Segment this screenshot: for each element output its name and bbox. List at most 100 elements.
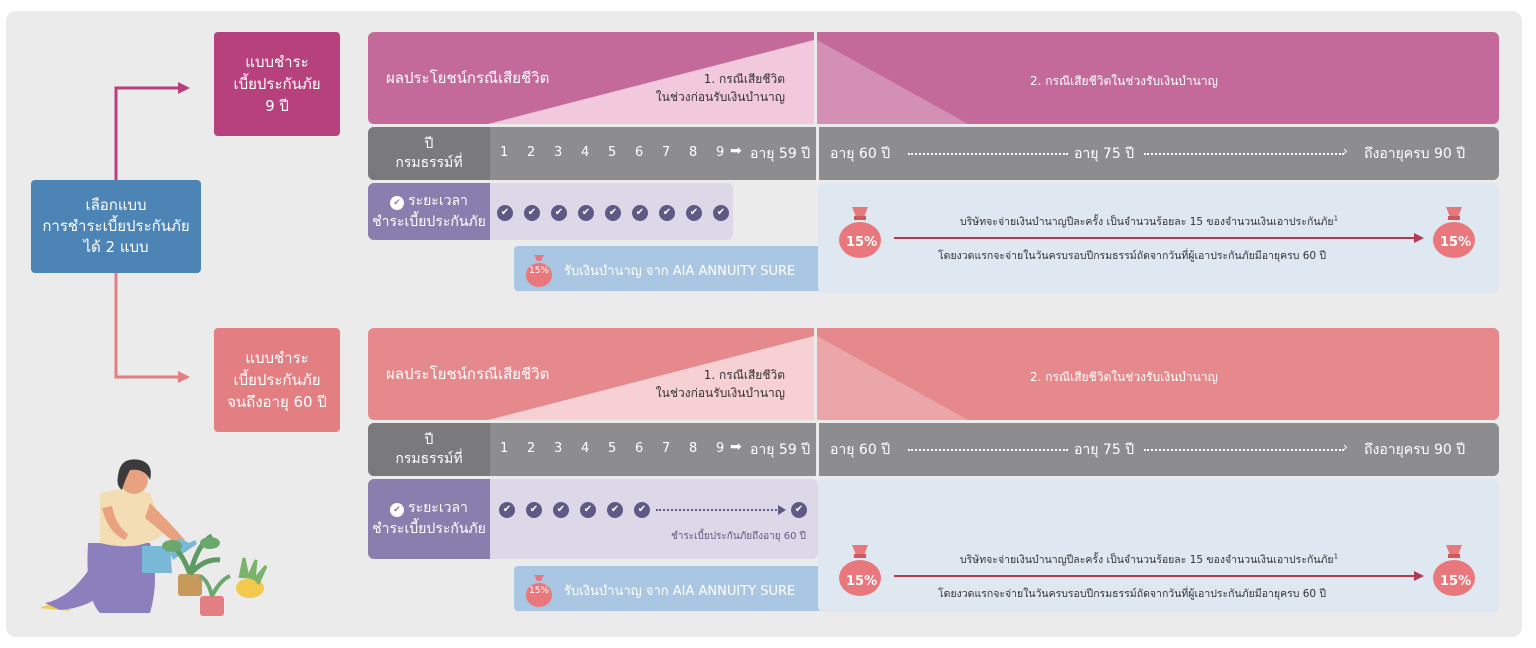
- premium-label-line-2: ชำระเบี้ยประกันภัย: [372, 213, 486, 230]
- annuity-payout-panel: 15% 15% บริษัทจะจ่ายเงินบำนาญปีละครั้ง เ…: [818, 183, 1499, 293]
- age-60-label: อายุ 60 ปี: [830, 442, 891, 458]
- payment-option-chooser: เลือกแบบ การชำระเบี้ยประกันภัย ได้ 2 แบบ: [31, 180, 201, 273]
- case-2-label: 2. กรณีเสียชีวิตในช่วงรับเงินบำนาญ: [1030, 370, 1218, 384]
- case-1-label: 1. กรณีเสียชีวิต ในช่วงก่อนรับเงินบำนาญ: [656, 70, 785, 106]
- year-number: 9: [716, 441, 725, 456]
- year-number: 6: [635, 145, 644, 160]
- case-1-label: 1. กรณีเสียชีวิต ในช่วงก่อนรับเงินบำนาญ: [656, 366, 785, 402]
- plan-name-line-2: เบี้ยประกันภัย: [233, 371, 321, 389]
- case-2-label: 2. กรณีเสียชีวิตในช่วงรับเงินบำนาญ: [1030, 74, 1218, 88]
- arrow-right-icon: ›: [1343, 440, 1348, 454]
- plan-name-line-2: เบี้ยประกันภัย: [233, 75, 321, 93]
- arrow-right-icon: ›: [1343, 144, 1348, 158]
- policy-year-label: ปี กรมธรรม์ที่: [368, 423, 490, 476]
- plan-name-line-1: แบบชำระ: [245, 349, 309, 367]
- check-circle-icon: ✔: [634, 502, 650, 518]
- year-label-line-2: กรมธรรม์ที่: [395, 450, 463, 467]
- plan-9-years-box: แบบชำระ เบี้ยประกันภัย 9 ปี: [214, 32, 340, 136]
- year-label-line-1: ปี: [424, 431, 434, 448]
- check-circle-icon: ✔: [551, 205, 567, 221]
- bag-left-percent: 15%: [846, 235, 878, 250]
- money-bag-icon: [526, 255, 552, 287]
- age-59-label: อายุ 59 ปี: [750, 442, 811, 458]
- payout-line-1: บริษัทจะจ่ายเงินบำนาญปีละครั้ง เป็นจำนวน…: [960, 214, 1339, 229]
- chooser-line-1: เลือกแบบ: [85, 196, 147, 214]
- premium-years-checks: ✔ ✔ ✔ ✔ ✔ ✔ ✔ ชำระเบี้ยประกันภัยถึงอายุ …: [490, 479, 818, 559]
- premium-label-line-2: ชำระเบี้ยประกันภัย: [372, 521, 486, 537]
- chooser-line-2: การชำระเบี้ยประกันภัย: [42, 217, 190, 235]
- banner-background: [368, 32, 1499, 124]
- annuity-strip: 15% รับเงินบำนาญ จาก AIA ANNUITY SURE: [514, 566, 824, 611]
- age-75-label: อายุ 75 ปี: [1074, 146, 1135, 162]
- year-number: 2: [527, 145, 536, 160]
- plan-name-line-3: 9 ปี: [265, 97, 289, 115]
- year-number: 8: [689, 441, 698, 456]
- money-bag-icon: [526, 575, 552, 607]
- year-number: 5: [608, 441, 617, 456]
- case-1-line-2: ในช่วงก่อนรับเงินบำนาญ: [655, 90, 785, 104]
- check-circle-icon: ✔: [390, 195, 405, 210]
- dotted-line: [656, 509, 780, 511]
- year-number: 7: [662, 145, 671, 160]
- payout-line-2: โดยงวดแรกจะจ่ายในวันครบรอบปีกรมธรรม์ถัดจ…: [938, 588, 1327, 600]
- year-number: 9: [716, 145, 725, 160]
- payout-line-1: บริษัทจะจ่ายเงินบำนาญปีละครั้ง เป็นจำนวน…: [960, 552, 1339, 567]
- divider: [816, 127, 819, 180]
- year-number: 4: [581, 441, 590, 456]
- dotted-line: [1144, 449, 1344, 451]
- dotted-line: [908, 153, 1068, 155]
- banner-background: [368, 328, 1499, 420]
- bag-right-percent: 15%: [1440, 574, 1472, 589]
- money-bag-icon: [839, 545, 881, 596]
- year-number: 1: [500, 145, 509, 160]
- payout-line-2: โดยงวดแรกจะจ่ายในวันครบรอบปีกรมธรรม์ถัดจ…: [938, 250, 1327, 262]
- premium-label-line-1: ✔ระยะเวลา: [390, 498, 468, 519]
- arrow-right-icon: ➡: [730, 143, 742, 159]
- dotted-line: [908, 449, 1068, 451]
- check-circle-icon: ✔: [499, 502, 515, 518]
- small-bag-percent: 15%: [529, 266, 550, 276]
- check-circle-icon: ✔: [497, 205, 513, 221]
- year-number: 7: [662, 441, 671, 456]
- dotted-line: [1144, 153, 1344, 155]
- age-75-label: อายุ 75 ปี: [1074, 442, 1135, 458]
- arrow-right-icon: [778, 505, 786, 515]
- check-circle-icon: ✔: [524, 205, 540, 221]
- check-circle-icon: ✔: [713, 205, 729, 221]
- year-number: 1: [500, 441, 509, 456]
- year-number: 2: [527, 441, 536, 456]
- money-bag-icon: [1433, 207, 1475, 258]
- premium-label-line-1: ✔ระยะเวลา: [390, 191, 468, 212]
- divider: [816, 423, 819, 476]
- check-circle-icon: ✔: [553, 502, 569, 518]
- annuity-label: รับเงินบำนาญ จาก AIA ANNUITY SURE: [564, 264, 796, 279]
- plan-name-line-3: จนถึงอายุ 60 ปี: [227, 393, 327, 411]
- arrow-right-icon: [1414, 233, 1424, 243]
- plan-name-line-1: แบบชำระ: [245, 53, 309, 71]
- check-circle-icon: ✔: [659, 205, 675, 221]
- case-1-line-2: ในช่วงก่อนรับเงินบำนาญ: [655, 386, 785, 400]
- premium-note: ชำระเบี้ยประกันภัยถึงอายุ 60 ปี: [670, 531, 806, 542]
- chooser-line-3: ได้ 2 แบบ: [83, 238, 149, 256]
- death-benefit-banner: ผลประโยชน์กรณีเสียชีวิต 1. กรณีเสียชีวิต…: [368, 32, 1499, 124]
- bag-left-percent: 15%: [846, 574, 878, 589]
- year-number: 6: [635, 441, 644, 456]
- year-number: 3: [554, 145, 563, 160]
- check-circle-icon: ✔: [390, 503, 405, 517]
- banner-title: ผลประโยชน์กรณีเสียชีวิต: [386, 69, 550, 87]
- plan-to-age-60-box: แบบชำระ เบี้ยประกันภัย จนถึงอายุ 60 ปี: [214, 328, 340, 432]
- small-bag-percent: 15%: [529, 586, 550, 596]
- case-1-line-1: 1. กรณีเสียชีวิต: [703, 368, 785, 382]
- premium-period-label: ✔ระยะเวลา ชำระเบี้ยประกันภัย: [368, 479, 490, 559]
- year-label-line-1: ปี: [424, 135, 434, 152]
- annuity-payout-panel: 15% 15% บริษัทจะจ่ายเงินบำนาญปีละครั้ง เ…: [818, 479, 1499, 612]
- arrow-right-icon: [178, 371, 190, 383]
- payout-arrow-line: [894, 237, 1414, 239]
- money-bag-icon: [839, 207, 881, 258]
- bag-right-percent: 15%: [1440, 235, 1472, 250]
- case-1-line-1: 1. กรณีเสียชีวิต: [703, 72, 785, 86]
- banner-title: ผลประโยชน์กรณีเสียชีวิต: [386, 365, 550, 383]
- check-circle-icon: ✔: [686, 205, 702, 221]
- year-number: 5: [608, 145, 617, 160]
